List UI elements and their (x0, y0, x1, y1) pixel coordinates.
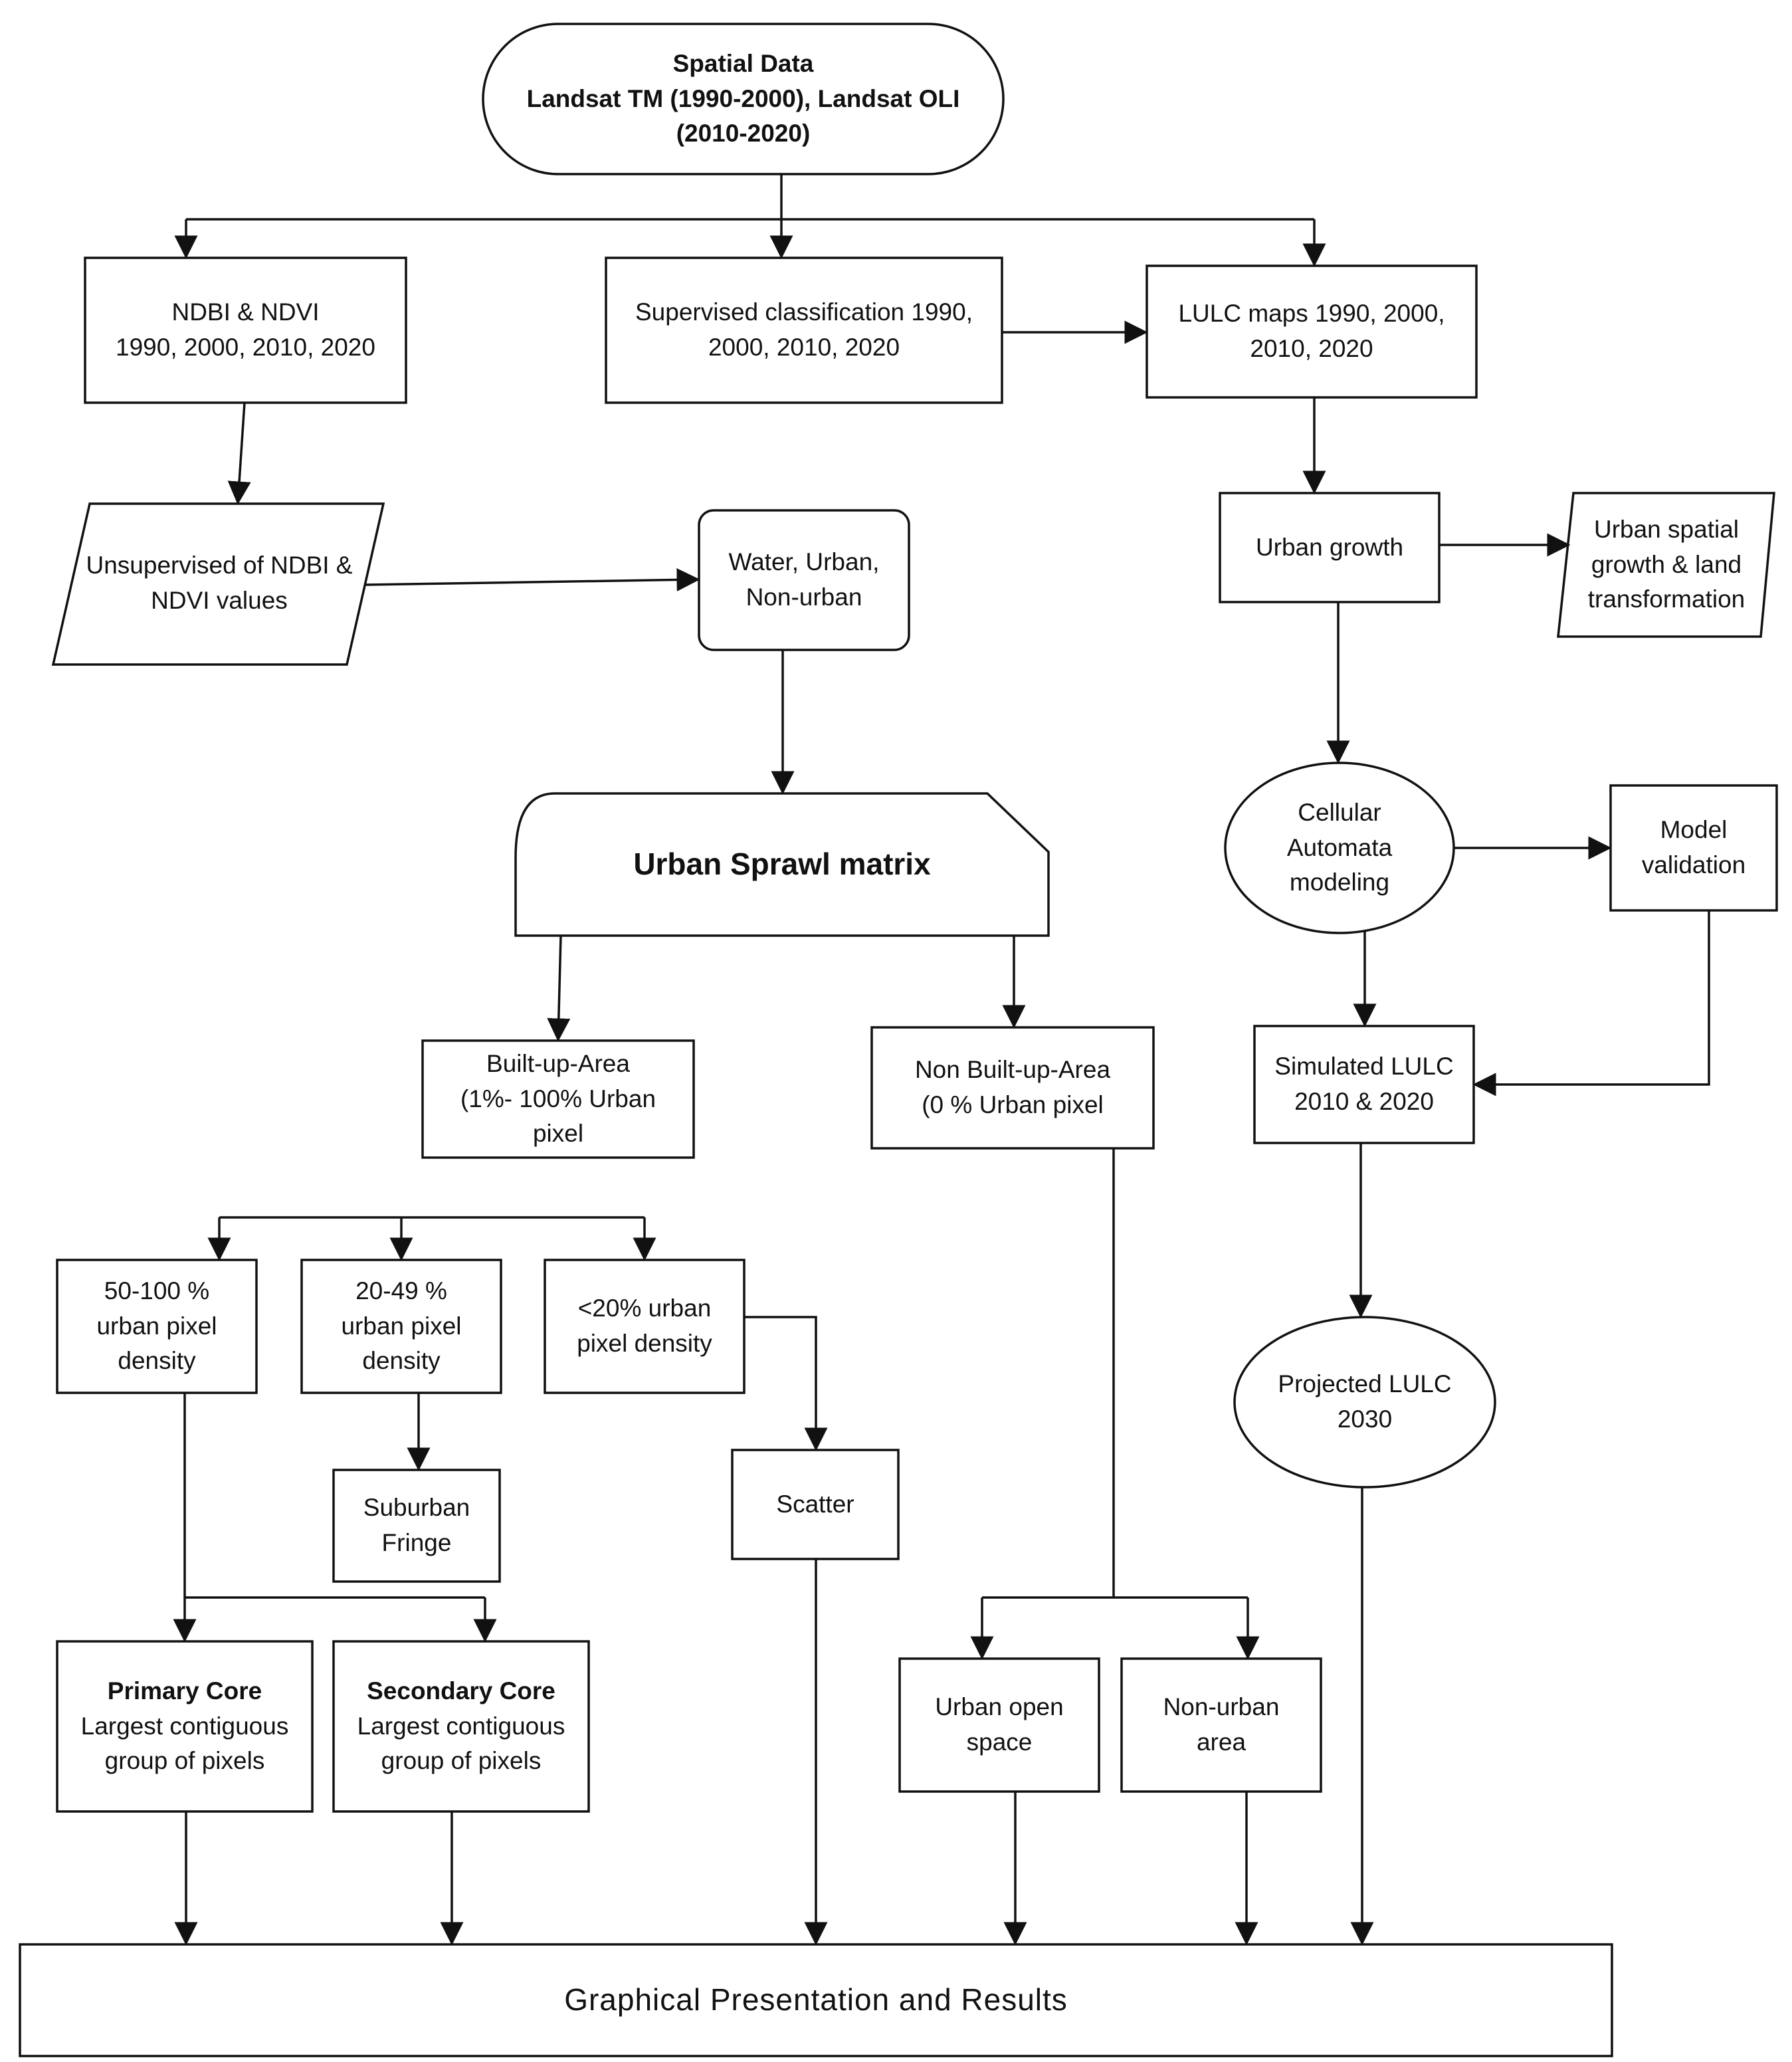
density-high-line2: urban pixel (96, 1312, 217, 1340)
non-built-up-node: Non Built-up-Area (0 % Urban pixel (872, 1027, 1153, 1148)
urban-growth-line1: Urban growth (1255, 533, 1404, 561)
primary-core-line1: Largest contiguous (80, 1712, 289, 1740)
model-validation-node: Model validation (1611, 785, 1777, 910)
density-low-line1: <20% urban (577, 1294, 712, 1322)
arrow-unsupervised-to-water (365, 568, 700, 592)
primary-core-line2: group of pixels (104, 1747, 265, 1775)
built-up-line1: Built-up-Area (486, 1050, 630, 1078)
lulc-maps-line2: 2010, 2020 (1250, 335, 1373, 362)
sprawl-matrix-node: Urban Sprawl matrix (516, 793, 1048, 936)
built-up-node: Built-up-Area (1%- 100% Urban pixel (423, 1041, 694, 1158)
urban-open-space-line1: Urban open (935, 1693, 1064, 1721)
secondary-core-line1: Largest contiguous (357, 1712, 565, 1740)
urban-open-space-node: Urban open space (900, 1659, 1099, 1792)
density-mid-node: 20-49 % urban pixel density (302, 1260, 501, 1393)
graphical-node: Graphical Presentation and Results (20, 1944, 1612, 2056)
suburban-fringe-line1: Suburban (363, 1494, 470, 1522)
connector-non-built-bus (982, 1148, 1248, 1599)
simulated-lulc-node: Simulated LULC 2010 & 2020 (1254, 1026, 1474, 1143)
ndbi-ndvi-line1: NDBI & NDVI (171, 298, 320, 326)
density-high-node: 50-100 % urban pixel density (57, 1260, 256, 1393)
density-high-line3: density (118, 1347, 196, 1375)
supervised-line1: Supervised classification 1990, (635, 298, 973, 326)
urban-open-space-line2: space (966, 1728, 1033, 1756)
urban-growth-shape (1219, 492, 1441, 603)
lulc-maps-node: LULC maps 1990, 2000, 2010, 2020 (1147, 266, 1476, 397)
projected-lulc-line2: 2030 (1337, 1405, 1393, 1433)
model-validation-line2: validation (1641, 851, 1746, 878)
density-mid-line2: urban pixel (341, 1312, 462, 1340)
spatial-data-title: Spatial Data (672, 50, 814, 78)
density-low-line2: pixel density (577, 1330, 712, 1357)
arrow-sprawl-to-built-up (547, 935, 571, 1042)
non-urban-area-line2: area (1196, 1728, 1246, 1756)
primary-core-title: Primary Core (107, 1677, 262, 1705)
urban-spatial-line2: growth & land (1591, 550, 1742, 578)
unsupervised-node: Unsupervised of NDBI & NDVI values (66, 517, 372, 650)
projected-lulc-node: Projected LULC 2030 (1243, 1336, 1487, 1469)
cellular-automata-line3: modeling (1289, 869, 1390, 896)
urban-open-space-shape (898, 1657, 1100, 1793)
suburban-fringe-node: Suburban Fringe (334, 1470, 500, 1582)
density-mid-line1: 20-49 % (355, 1277, 447, 1305)
urban-spatial-line3: transformation (1587, 585, 1745, 613)
ndbi-ndvi-node: NDBI & NDVI 1990, 2000, 2010, 2020 (85, 258, 406, 403)
secondary-core-line2: group of pixels (381, 1747, 542, 1775)
arrow-low-to-scatter (744, 1316, 828, 1451)
ndbi-ndvi-shape (84, 257, 407, 404)
spatial-data-line1: Landsat TM (1990-2000), Landsat OLI (526, 84, 960, 112)
built-up-line2: (1%- 100% Urban (460, 1084, 656, 1112)
cellular-automata-line2: Automata (1286, 833, 1393, 861)
arrow-ndbi-to-unsupervised (227, 402, 251, 505)
unsupervised-shape (51, 502, 385, 666)
projected-lulc-line1: Projected LULC (1278, 1370, 1452, 1398)
density-low-node: <20% urban pixel density (545, 1260, 744, 1393)
non-urban-area-line1: Non-urban (1163, 1693, 1280, 1721)
simulated-lulc-line2: 2010 & 2020 (1294, 1088, 1434, 1115)
urban-spatial-shape (1557, 492, 1775, 638)
water-urban-node: Water, Urban, Non-urban (699, 510, 909, 650)
suburban-fringe-line2: Fringe (381, 1529, 452, 1556)
density-mid-line3: density (362, 1347, 441, 1375)
graphical-title: Graphical Presentation and Results (564, 1982, 1068, 2017)
density-high-shape (56, 1259, 258, 1394)
built-up-line3: pixel (532, 1120, 584, 1148)
arrow-validation-to-simulated (1472, 910, 1710, 1096)
supervised-line2: 2000, 2010, 2020 (708, 334, 900, 361)
non-urban-area-shape (1120, 1657, 1322, 1793)
secondary-core-node: Secondary Core Largest contiguous group … (334, 1641, 589, 1811)
scatter-node: Scatter (732, 1450, 898, 1559)
ndbi-ndvi-line2: 1990, 2000, 2010, 2020 (116, 334, 375, 361)
simulated-lulc-line1: Simulated LULC (1274, 1053, 1454, 1081)
sprawl-matrix-title: Urban Sprawl matrix (633, 847, 931, 882)
primary-core-node: Primary Core Largest contiguous group of… (57, 1641, 312, 1811)
lulc-maps-line1: LULC maps 1990, 2000, (1178, 300, 1445, 328)
model-validation-line1: Model (1660, 816, 1728, 844)
water-urban-line2: Non-urban (746, 583, 862, 611)
secondary-core-title: Secondary Core (367, 1677, 555, 1705)
cellular-automata-line1: Cellular (1298, 799, 1381, 827)
cellular-automata-node: Cellular Automata modeling (1239, 771, 1441, 925)
non-built-up-line2: (0 % Urban pixel (922, 1091, 1104, 1118)
water-urban-line1: Water, Urban, (728, 548, 880, 576)
supervised-shape (605, 257, 1003, 404)
scatter-line1: Scatter (776, 1490, 854, 1518)
non-urban-area-node: Non-urban area (1122, 1659, 1321, 1792)
unsupervised-line2: NDVI values (151, 587, 288, 614)
spatial-data-shape (482, 23, 1005, 175)
urban-spatial-node: Urban spatial growth & land transformati… (1565, 493, 1767, 637)
density-high-line1: 50-100 % (104, 1277, 210, 1305)
supervised-node: Supervised classification 1990, 2000, 20… (606, 258, 1002, 403)
spatial-data-node: Spatial Data Landsat TM (1990-2000), Lan… (490, 31, 997, 167)
urban-growth-node: Urban growth (1220, 493, 1439, 602)
non-built-up-line1: Non Built-up-Area (914, 1056, 1111, 1084)
unsupervised-line1: Unsupervised of NDBI & (86, 552, 353, 579)
sprawl-matrix-shape (514, 792, 1050, 937)
spatial-data-line2: (2010-2020) (676, 120, 811, 148)
secondary-core-shape (332, 1640, 590, 1813)
urban-spatial-line1: Urban spatial (1593, 516, 1739, 544)
connector-spatial-bus (186, 174, 1314, 221)
